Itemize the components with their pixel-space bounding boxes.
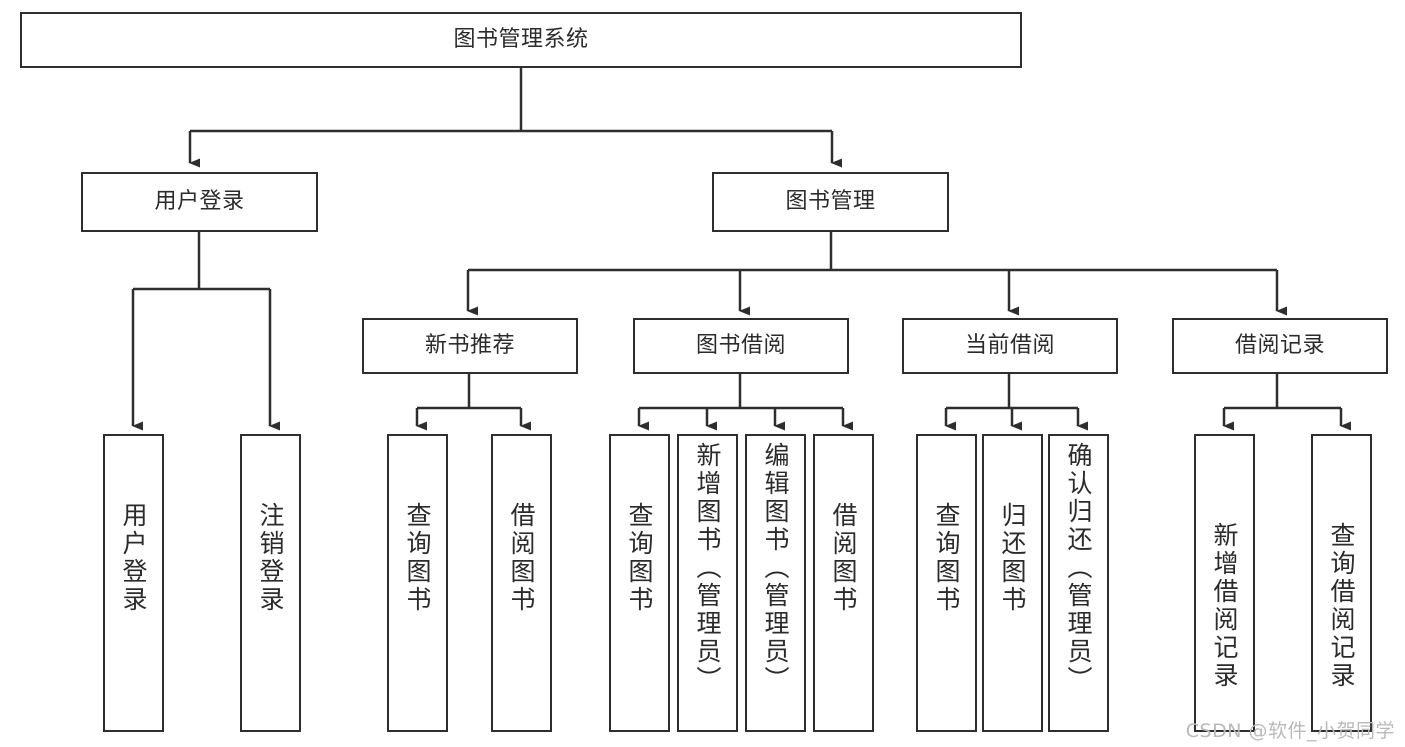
leaf-query-record-label: 查询借阅记录 xyxy=(1327,522,1356,690)
leaf-confirm-return[interactable]: 确认归还（管理员） xyxy=(1048,434,1109,732)
node-book-borrow[interactable]: 图书借阅 xyxy=(633,318,849,374)
leaf-query-book-2[interactable]: 查询图书 xyxy=(609,434,670,732)
leaf-user-login[interactable]: 用户登录 xyxy=(103,434,164,732)
csdn-watermark: CSDN @软件_小贺同学 xyxy=(1185,720,1395,742)
leaf-logout-label: 注销登录 xyxy=(256,502,285,614)
node-root-label: 图书管理系统 xyxy=(453,26,589,52)
leaf-return-book-label: 归还图书 xyxy=(998,502,1027,614)
node-book-borrow-label: 图书借阅 xyxy=(695,332,786,358)
node-book-manage-label: 图书管理 xyxy=(785,188,876,214)
leaf-borrow-book-1[interactable]: 借阅图书 xyxy=(491,434,552,732)
leaf-query-book-1[interactable]: 查询图书 xyxy=(387,434,448,732)
leaf-confirm-return-label: 确认归还（管理员） xyxy=(1064,442,1093,694)
node-new-book-rec[interactable]: 新书推荐 xyxy=(362,318,578,374)
leaf-query-book-2-label: 查询图书 xyxy=(625,502,654,614)
leaf-edit-book-label: 编辑图书（管理员） xyxy=(761,442,790,694)
leaf-add-record[interactable]: 新增借阅记录 xyxy=(1194,434,1255,732)
leaf-edit-book[interactable]: 编辑图书（管理员） xyxy=(745,434,806,732)
leaf-return-book[interactable]: 归还图书 xyxy=(982,434,1043,732)
node-borrow-record[interactable]: 借阅记录 xyxy=(1172,318,1388,374)
node-book-manage[interactable]: 图书管理 xyxy=(712,172,949,232)
node-root[interactable]: 图书管理系统 xyxy=(20,12,1022,68)
node-current-borrow-label: 当前借阅 xyxy=(964,332,1055,358)
leaf-borrow-book-1-label: 借阅图书 xyxy=(507,502,536,614)
node-borrow-record-label: 借阅记录 xyxy=(1234,332,1325,358)
leaf-logout[interactable]: 注销登录 xyxy=(240,434,301,732)
leaf-borrow-book-2[interactable]: 借阅图书 xyxy=(813,434,874,732)
node-new-book-rec-label: 新书推荐 xyxy=(424,332,515,358)
leaf-add-book[interactable]: 新增图书（管理员） xyxy=(677,434,738,732)
node-user-login-label: 用户登录 xyxy=(154,188,245,214)
leaf-add-book-label: 新增图书（管理员） xyxy=(693,442,722,694)
node-current-borrow[interactable]: 当前借阅 xyxy=(902,318,1118,374)
leaf-user-login-label: 用户登录 xyxy=(119,502,148,614)
leaf-query-book-3-label: 查询图书 xyxy=(932,502,961,614)
leaf-query-record[interactable]: 查询借阅记录 xyxy=(1311,434,1372,732)
leaf-borrow-book-2-label: 借阅图书 xyxy=(829,502,858,614)
leaf-add-record-label: 新增借阅记录 xyxy=(1210,522,1239,690)
node-user-login[interactable]: 用户登录 xyxy=(81,172,318,232)
leaf-query-book-3[interactable]: 查询图书 xyxy=(916,434,977,732)
leaf-query-book-1-label: 查询图书 xyxy=(403,502,432,614)
